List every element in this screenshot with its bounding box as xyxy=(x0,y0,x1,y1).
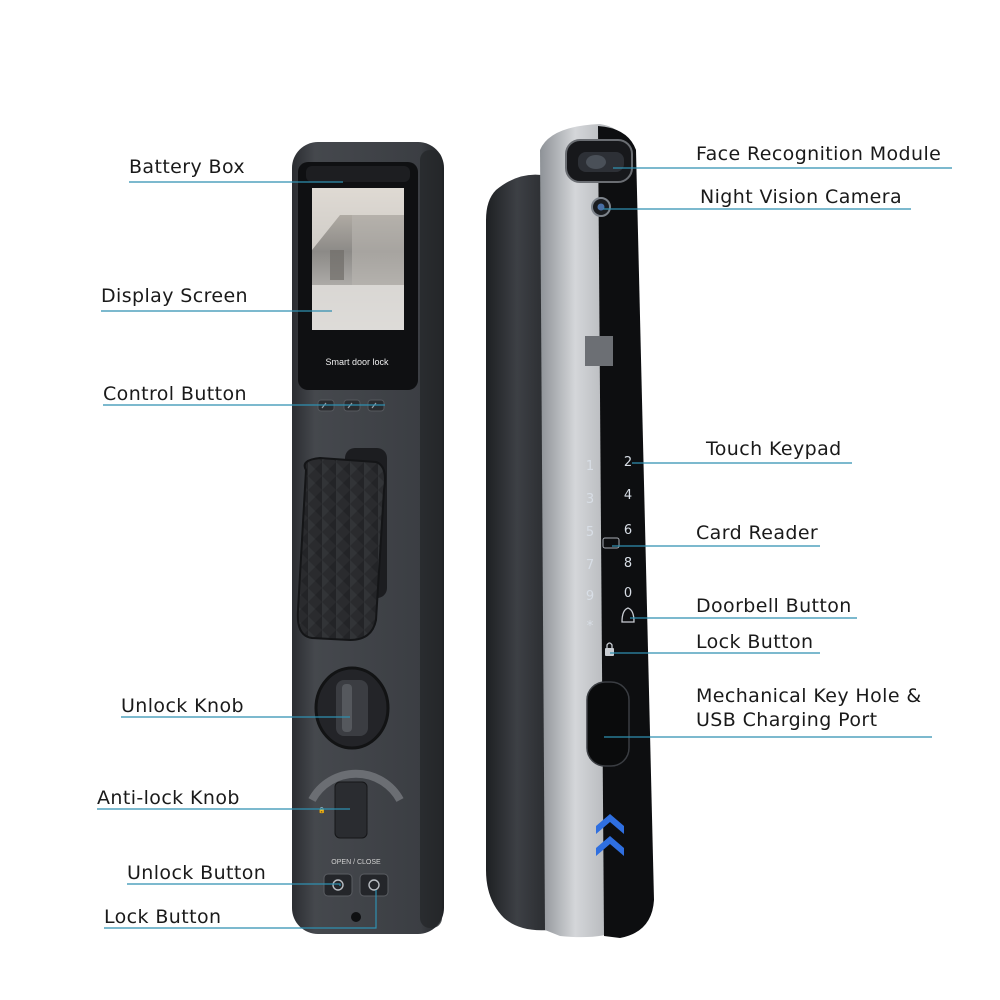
key-3[interactable]: 3 xyxy=(586,492,594,507)
key-8[interactable]: 8 xyxy=(624,556,632,571)
key-1[interactable]: 1 xyxy=(586,459,594,474)
key-4[interactable]: 4 xyxy=(624,488,632,503)
front-buttons[interactable] xyxy=(323,873,389,897)
face-recognition-module xyxy=(565,139,633,183)
label-lock-button-front: Lock Button xyxy=(104,906,222,928)
label-control-button: Control Button xyxy=(103,383,247,405)
label-touch-keypad: Touch Keypad xyxy=(706,438,842,460)
key-6[interactable]: 6 xyxy=(624,523,632,538)
svg-text:🔒: 🔒 xyxy=(318,806,325,814)
key-9[interactable]: 9 xyxy=(586,589,594,604)
label-anti-lock-knob: Anti-lock Knob xyxy=(97,787,240,809)
label-unlock-knob: Unlock Knob xyxy=(121,695,244,717)
key-hole-cover[interactable] xyxy=(586,681,630,767)
card-reader-icon xyxy=(602,537,620,549)
key-star[interactable]: * xyxy=(587,619,594,634)
anti-lock-knob[interactable]: 🔒 xyxy=(308,769,404,839)
label-lock-button-side: Lock Button xyxy=(696,631,814,653)
key-0[interactable]: 0 xyxy=(624,586,632,601)
side-lock-icon xyxy=(605,642,614,656)
key-5[interactable]: 5 xyxy=(586,525,594,540)
label-night-vision: Night Vision Camera xyxy=(700,186,902,208)
screen-caption: Smart door lock xyxy=(325,357,389,367)
open-close-text: OPEN / CLOSE xyxy=(331,859,381,866)
label-key-hole-line1: Mechanical Key Hole & xyxy=(696,685,922,707)
label-battery-box: Battery Box xyxy=(129,156,246,178)
brand-logo-icon xyxy=(596,814,624,856)
unlock-knob[interactable] xyxy=(314,666,390,750)
touch-keypad[interactable]: 1 3 5 7 9 * 2 4 6 8 0 xyxy=(586,455,632,634)
label-doorbell-button: Doorbell Button xyxy=(696,595,852,617)
key-7[interactable]: 7 xyxy=(586,558,594,573)
front-handle[interactable] xyxy=(296,448,387,642)
label-face-recognition: Face Recognition Module xyxy=(696,143,942,165)
label-key-hole-line2: USB Charging Port xyxy=(696,709,878,731)
front-lock-body: Smart door lock 🔒 OPEN / CLOSE xyxy=(292,142,444,934)
side-lock-body: 1 3 5 7 9 * 2 4 6 8 0 xyxy=(486,124,654,938)
label-unlock-button: Unlock Button xyxy=(127,862,267,884)
leader-lines xyxy=(97,167,952,929)
label-card-reader: Card Reader xyxy=(696,522,819,544)
key-2[interactable]: 2 xyxy=(624,455,632,470)
label-display-screen: Display Screen xyxy=(101,285,248,307)
